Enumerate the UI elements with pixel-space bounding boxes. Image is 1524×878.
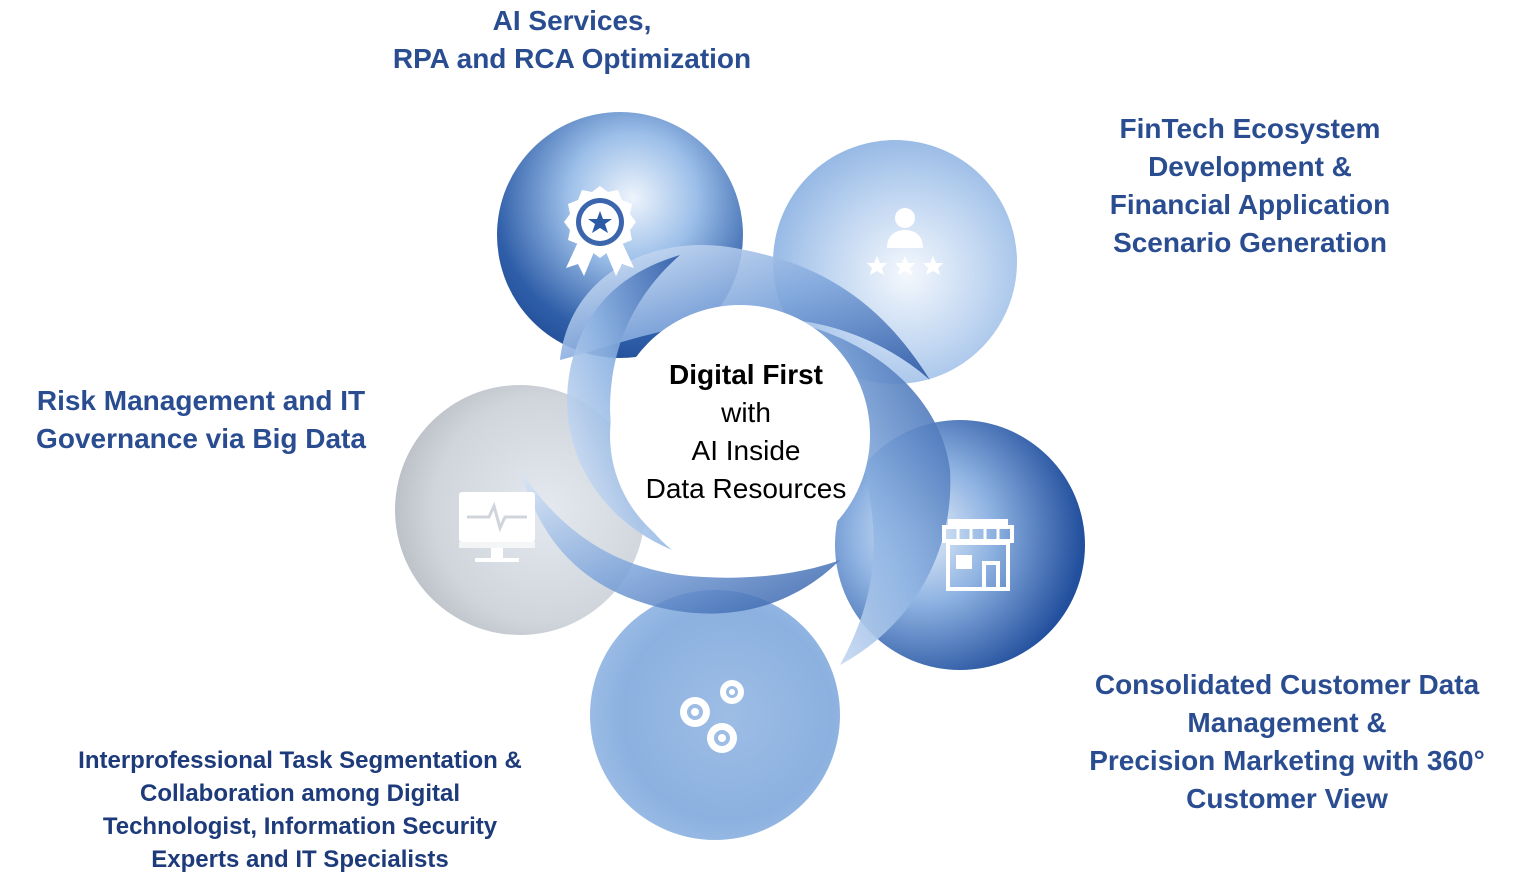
label-line: Management &: [1187, 707, 1387, 738]
label-line: Consolidated Customer Data: [1094, 669, 1480, 700]
swirl-arm-lower: [520, 470, 840, 614]
center-line-with: with: [721, 397, 771, 428]
award-badge-icon: [564, 186, 636, 276]
label-line: Technologist, Information Security: [102, 813, 498, 840]
label-line: Precision Marketing with 360°: [1089, 745, 1485, 776]
swirl-arm-left: [567, 255, 680, 550]
center-line-ai-inside: AI Inside: [691, 435, 801, 466]
label-ai-services: AI Services, RPA and RCA Optimization: [300, 2, 844, 78]
label-line: Governance via Big Data: [36, 423, 366, 454]
gears-icon: [680, 680, 744, 753]
label-line: Customer View: [1186, 783, 1388, 814]
person-rating-icon: [867, 208, 943, 275]
label-line: Risk Management and IT: [36, 385, 366, 416]
label-line: Interprofessional Task Segmentation &: [78, 747, 522, 774]
label-fintech-ecosystem: FinTech Ecosystem Development & Financia…: [1040, 110, 1460, 262]
label-line: Collaboration among Digital: [139, 780, 460, 807]
label-line: AI Services,: [492, 5, 652, 36]
swirl-arm-right: [770, 318, 951, 665]
label-line: Experts and IT Specialists: [151, 846, 449, 873]
petal-bottom: [590, 590, 840, 840]
center-text: Digital First with AI Inside Data Resour…: [618, 356, 874, 508]
center-line-data-resources: Data Resources: [645, 473, 847, 504]
storefront-icon: [942, 519, 1014, 591]
label-risk-management: Risk Management and IT Governance via Bi…: [0, 382, 402, 458]
label-line: RPA and RCA Optimization: [392, 43, 752, 74]
monitor-pulse-icon: [459, 492, 535, 562]
center-disc: [610, 305, 870, 565]
label-customer-data: Consolidated Customer Data Management & …: [1050, 666, 1524, 818]
center-title: Digital First: [668, 359, 823, 390]
label-line: Development &: [1148, 151, 1352, 182]
label-line: Scenario Generation: [1113, 227, 1387, 258]
label-line: FinTech Ecosystem: [1119, 113, 1381, 144]
label-task-segmentation: Interprofessional Task Segmentation & Co…: [20, 744, 580, 876]
label-line: Financial Application: [1109, 189, 1391, 220]
